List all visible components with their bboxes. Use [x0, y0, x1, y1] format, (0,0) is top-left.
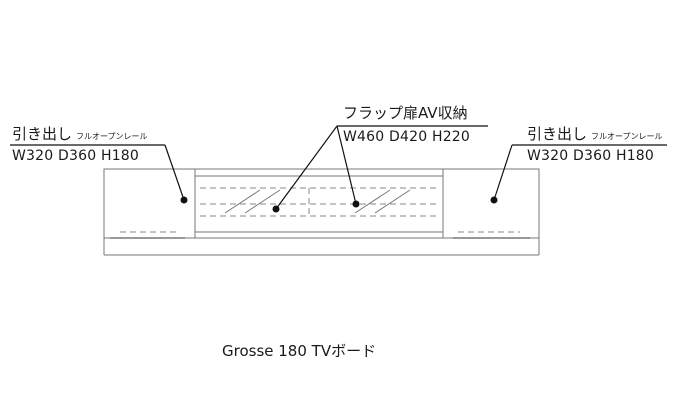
center-compartment-dims: W460 D420 H220 — [343, 129, 471, 145]
right-drawer-label: 引き出しフルオープンレール — [527, 126, 663, 142]
right-drawer-name: 引き出し — [527, 125, 588, 143]
product-caption: Grosse 180 TVボード — [222, 342, 377, 360]
leader-lines — [10, 125, 667, 210]
cabinet-body — [103, 168, 540, 239]
left-drawer-label: 引き出しフルオープンレール — [12, 126, 148, 142]
center-compartment-name: フラップ扉AV収納 — [343, 104, 468, 122]
center-leader-b — [336, 125, 357, 205]
hidden-lines — [120, 187, 520, 233]
left-drawer-dims: W320 D360 H180 — [12, 148, 140, 164]
center-leader-a — [275, 125, 338, 210]
right-drawer-note: フルオープンレール — [591, 132, 663, 141]
knobs — [180, 196, 498, 213]
left-drawer-note: フルオープンレール — [76, 132, 148, 141]
left-drawer-name: 引き出し — [12, 125, 73, 143]
left-leader — [164, 144, 185, 201]
glass-hatch — [224, 189, 411, 214]
right-leader — [493, 144, 513, 201]
right-drawer-dims: W320 D360 H180 — [527, 148, 655, 164]
